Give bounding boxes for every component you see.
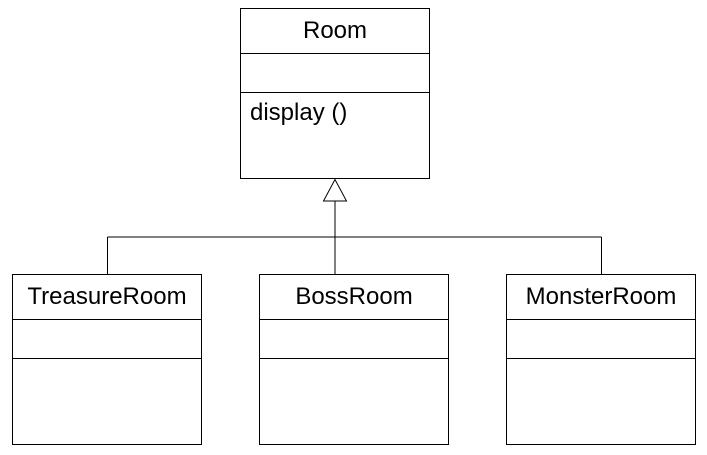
class-treasureroom[interactable]: TreasureRoom (12, 274, 202, 445)
class-monsterroom-operations (507, 359, 695, 365)
class-treasureroom-attributes (13, 320, 201, 359)
class-bossroom[interactable]: BossRoom (259, 274, 449, 445)
class-treasureroom-name: TreasureRoom (13, 275, 201, 320)
class-bossroom-operations (260, 359, 448, 365)
class-monsterroom-attributes (507, 320, 695, 359)
class-room-name: Room (241, 9, 429, 54)
class-room[interactable]: Room display () (240, 8, 430, 179)
operation-display: display () (250, 99, 348, 126)
class-bossroom-attributes (260, 320, 448, 359)
class-monsterroom-name: MonsterRoom (507, 275, 695, 320)
class-monsterroom[interactable]: MonsterRoom (506, 274, 696, 445)
generalization-arrowhead-icon (322, 178, 348, 202)
class-room-operations: display () (241, 93, 429, 127)
class-treasureroom-operations (13, 359, 201, 365)
class-bossroom-name: BossRoom (260, 275, 448, 320)
class-room-attributes (241, 54, 429, 93)
